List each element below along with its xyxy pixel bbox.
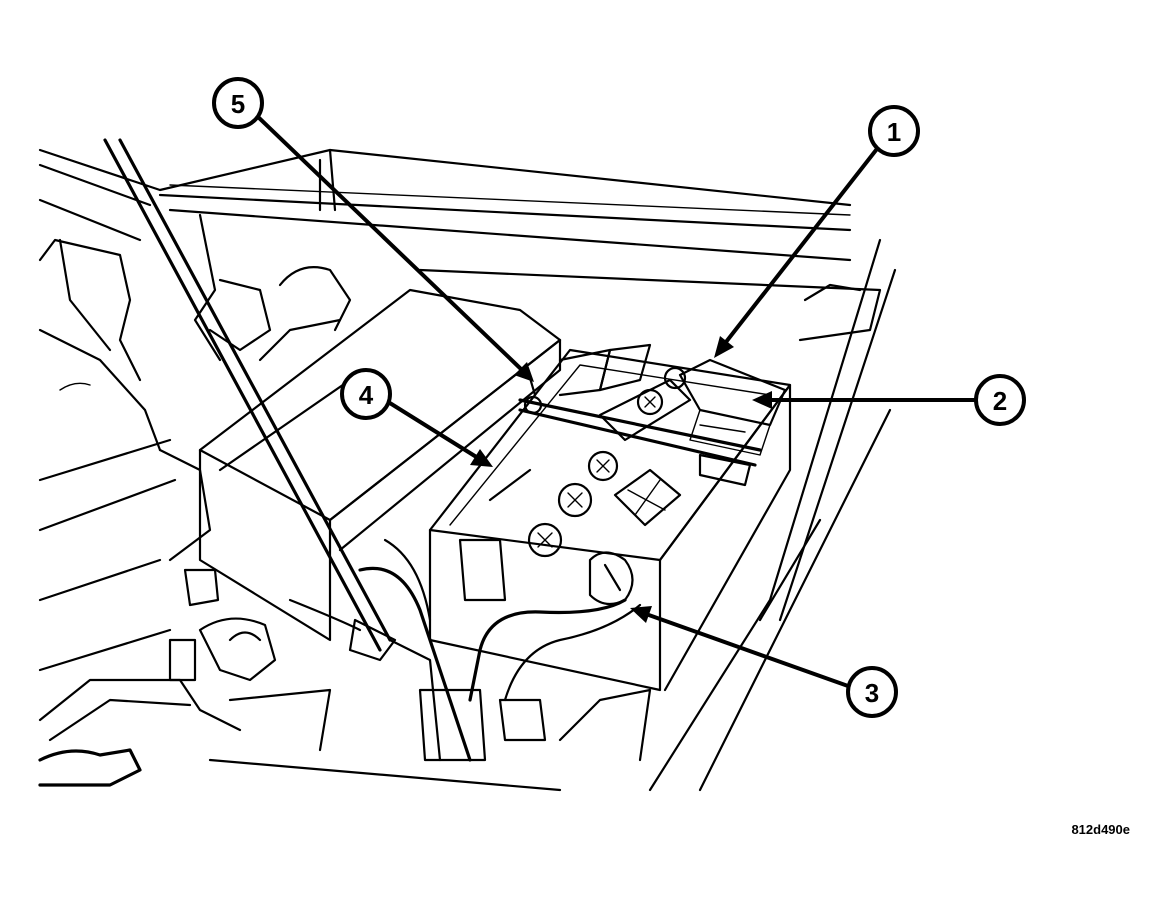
callout-3: 3: [846, 666, 898, 718]
housing-box: [158, 266, 562, 642]
cowl-and-fender-lines: [38, 148, 897, 792]
callout-2-label: 2: [993, 386, 1007, 416]
callout-5-label: 5: [231, 89, 245, 119]
callout-4: 4: [340, 368, 392, 420]
callout-1-label: 1: [887, 117, 901, 147]
lower-body-lines: [208, 688, 652, 792]
callout-1: 1: [868, 105, 920, 157]
callout-3-label: 3: [865, 678, 879, 708]
hood-prop-rod: [103, 138, 397, 662]
callout-2: 2: [974, 374, 1026, 426]
callout-leaders: [254, 113, 975, 688]
positive-terminal-cover: [678, 358, 787, 456]
battery-hold-down: [518, 343, 762, 487]
figure-id: 812d490e: [1071, 822, 1130, 837]
left-components: [38, 238, 277, 787]
callout-4-label: 4: [359, 380, 374, 410]
battery-cables: [288, 538, 642, 762]
callout-5: 5: [212, 77, 264, 129]
